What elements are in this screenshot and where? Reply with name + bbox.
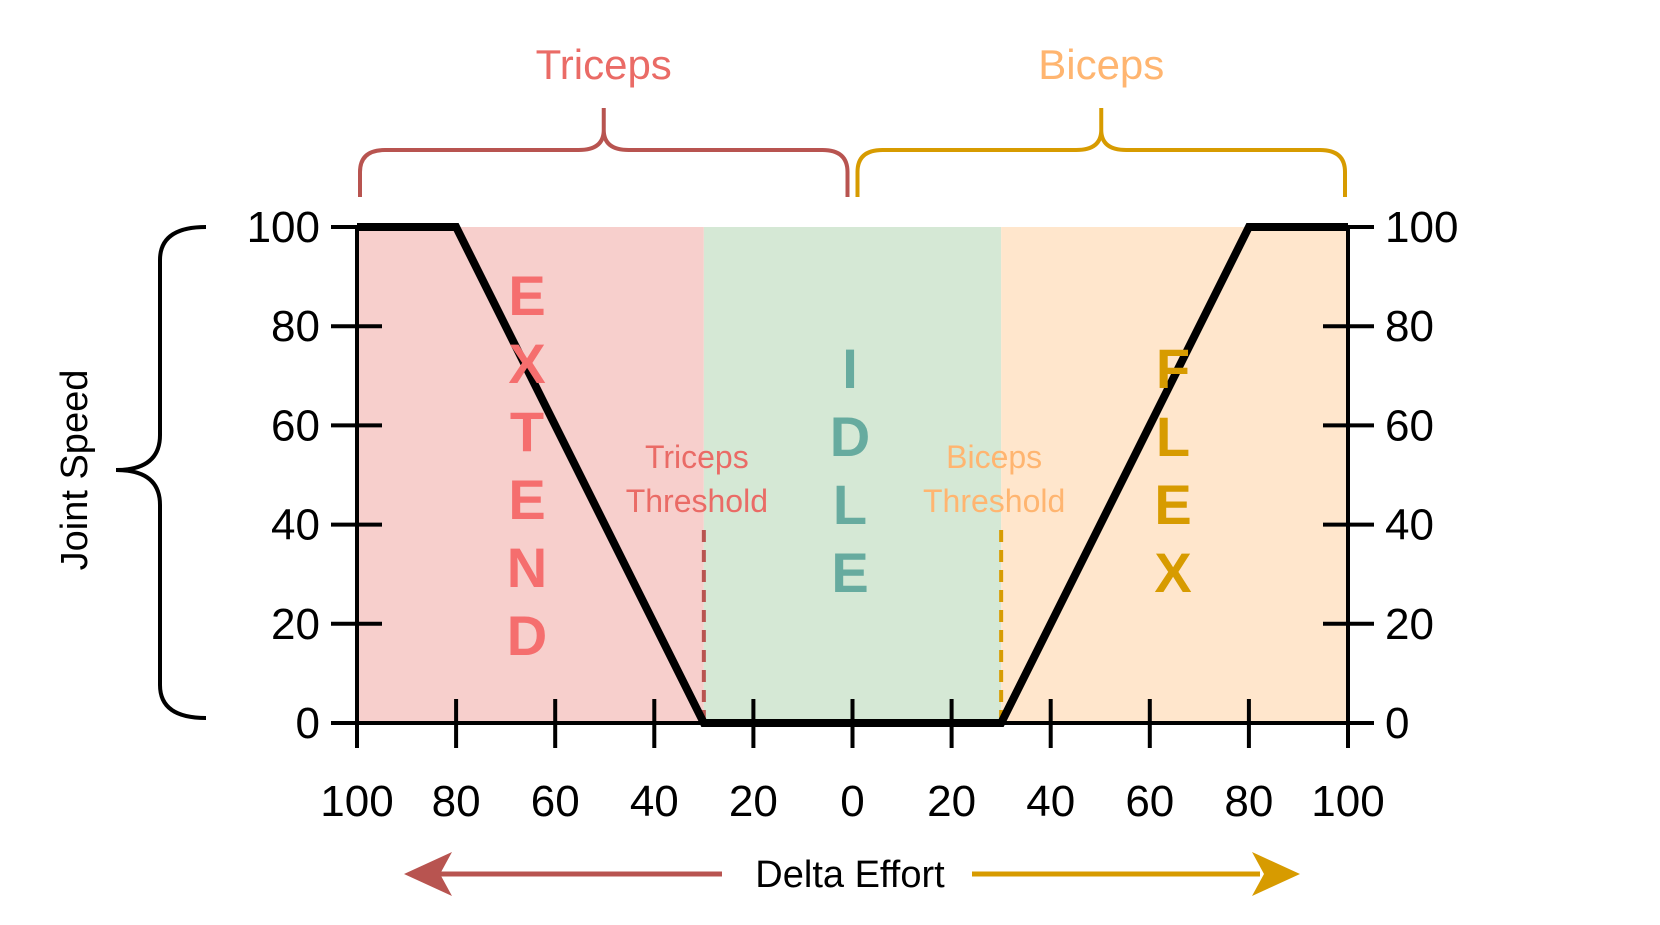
region-letter: E [508,264,545,327]
region-letter: E [1154,473,1191,536]
y-tick-label-right: 0 [1385,699,1409,748]
x-tick-label: 60 [531,777,580,826]
region-band [1001,227,1348,723]
region-letter: D [507,604,547,667]
region-letter: N [507,536,547,599]
y-tick-label-left: 20 [271,600,320,649]
x-tick-label: 40 [630,777,679,826]
y-tick-label-left: 0 [296,699,320,748]
y-tick-label-right: 60 [1385,401,1434,450]
region-letter: D [830,405,870,468]
y-tick-label-right: 100 [1385,203,1458,252]
region-letter: X [508,332,545,395]
y-axis-label: Joint Speed [54,370,96,571]
threshold-label: Triceps [645,439,749,475]
y-tick-label-left: 80 [271,302,320,351]
y-tick-label-right: 20 [1385,600,1434,649]
x-tick-label: 100 [1311,777,1384,826]
y-tick-label-right: 40 [1385,501,1434,550]
threshold-label: Biceps [946,439,1042,475]
region-letter: I [842,337,858,400]
x-tick-label: 20 [729,777,778,826]
y-tick-label-right: 80 [1385,302,1434,351]
y-tick-label-left: 40 [271,501,320,550]
region-letter: T [510,400,544,463]
left-arrow-head [404,852,452,896]
x-tick-label: 80 [432,777,481,826]
x-axis-label: Delta Effort [755,854,945,896]
region-band [357,227,704,723]
region-letter: F [1156,337,1190,400]
muscle-label: Biceps [1038,41,1164,88]
y-axis-brace [115,225,207,720]
muscle-group-braces: Triceps Biceps [358,41,1347,197]
muscle-brace [358,108,850,197]
region-letter: L [833,473,867,536]
threshold-label: Threshold [923,483,1065,519]
region-letter: E [831,541,868,604]
direction-arrows [404,852,1300,896]
effort-regions [357,227,1348,723]
threshold-label: Threshold [626,483,768,519]
x-tick-label: 60 [1125,777,1174,826]
x-tick-label: 40 [1026,777,1075,826]
y-tick-label-left: 100 [247,203,320,252]
muscle-label: Triceps [536,41,672,88]
x-tick-label: 20 [927,777,976,826]
region-band [703,227,1002,723]
y-tick-label-left: 60 [271,401,320,450]
x-tick-label: 0 [840,777,864,826]
region-letter: E [508,468,545,531]
right-arrow-head [1252,852,1300,896]
x-tick-label: 80 [1224,777,1273,826]
region-letter: L [1156,405,1190,468]
region-letter: X [1154,541,1191,604]
muscle-brace [855,108,1347,197]
x-tick-label: 100 [320,777,393,826]
